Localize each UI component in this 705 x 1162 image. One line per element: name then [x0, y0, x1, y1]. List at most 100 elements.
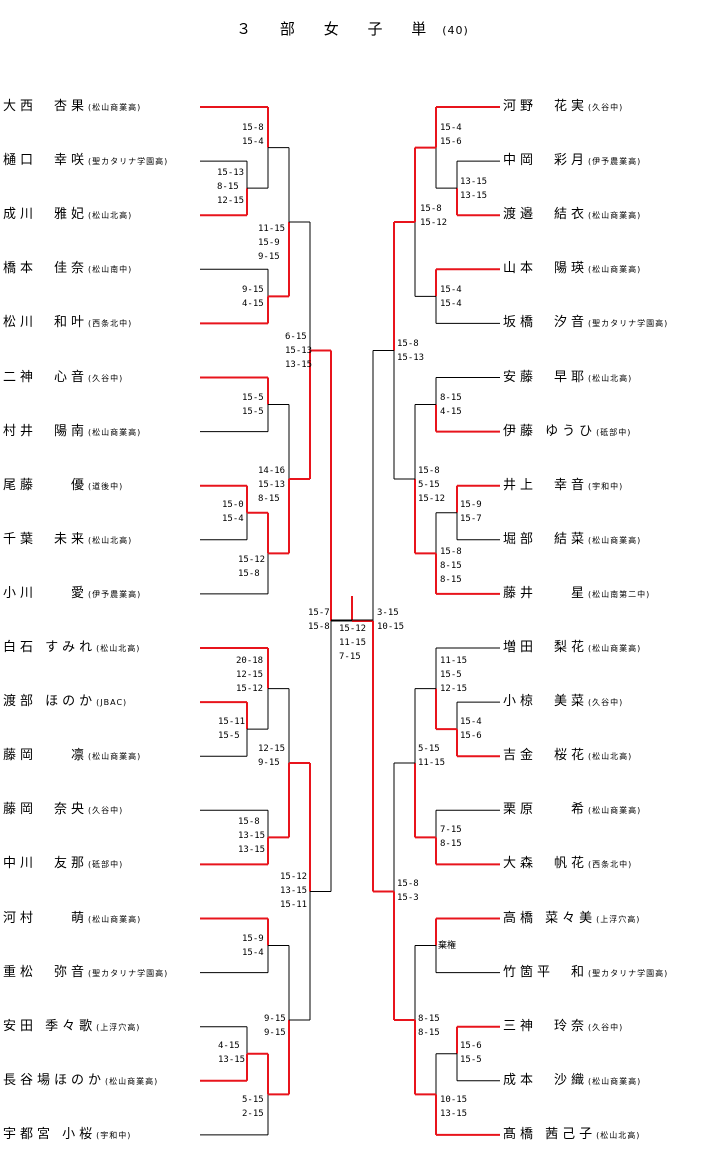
player-name: 藤岡 凛 — [3, 748, 89, 764]
player-school: (聖カタリナ学園高) — [88, 968, 169, 978]
game-score: 15-8 — [418, 466, 440, 476]
player-name: 村井 陽南 — [3, 423, 89, 439]
game-score: 15-12 — [339, 624, 367, 634]
player-name: 成川 雅妃 — [3, 207, 89, 223]
game-score: 13-15 — [460, 177, 488, 187]
game-score: 2-15 — [242, 1109, 264, 1119]
player-name: 高橋 菜々美 — [503, 910, 597, 926]
player-entry: 中川 友那(砥部中) — [3, 856, 123, 872]
game-score: 10-15 — [377, 622, 405, 632]
game-score: 13-15 — [238, 845, 266, 855]
game-score: 13-15 — [440, 1109, 468, 1119]
player-school: (松山北高) — [588, 373, 633, 383]
player-entry: 増田 梨花(松山商業高) — [503, 640, 641, 656]
player-name: 大西 杏果 — [3, 99, 89, 114]
game-score: 15-6 — [460, 731, 482, 741]
game-score: 11-15 — [339, 638, 367, 648]
match-score: 5-15 11-15 — [418, 742, 445, 770]
game-score: 13-15 — [280, 886, 308, 896]
player-entry: 大森 帆花(西条北中) — [503, 856, 632, 872]
player-name: 成本 沙織 — [503, 1072, 589, 1088]
player-school: (聖カタリナ学園高) — [588, 968, 669, 978]
player-school: (聖カタリナ学園高) — [88, 157, 169, 167]
player-school: (松山商業高) — [88, 103, 142, 112]
game-score: 15-12 — [236, 684, 264, 694]
game-score: 15-7 — [308, 608, 330, 618]
game-score: 6-15 — [285, 332, 307, 342]
game-score: 15-4 — [222, 514, 244, 524]
game-score: 5-15 — [418, 744, 440, 754]
player-entry: 長谷場ほのか(松山商業高) — [3, 1073, 158, 1089]
player-school: (久谷中) — [588, 1022, 624, 1032]
game-score: 8-15 — [418, 1028, 440, 1038]
player-name: 小椋 美菜 — [503, 694, 589, 710]
player-entry: 渡邉 結衣(松山商業高) — [503, 207, 641, 223]
game-score: 15-6 — [460, 1041, 482, 1051]
game-score: 8-15 — [440, 575, 462, 585]
game-score: 15-11 — [280, 900, 308, 910]
game-score: 15-12 — [420, 218, 448, 228]
player-entry: 尾藤 優(道後中) — [3, 478, 123, 494]
player-school: (松山商業高) — [588, 1076, 642, 1086]
player-entry: 山本 陽瑛(松山商業高) — [503, 261, 641, 277]
player-entry: 小椋 美菜(久谷中) — [503, 694, 623, 710]
player-name: 安田 季々歌 — [3, 1018, 97, 1034]
match-score: 15-6 15-5 — [460, 1039, 482, 1067]
player-name: 堀部 結菜 — [503, 531, 589, 547]
match-score: 棄権 — [438, 939, 456, 953]
game-score: 15-11 — [218, 717, 246, 727]
game-score: 15-13 — [397, 353, 425, 363]
match-score: 8-15 8-15 — [418, 1012, 440, 1040]
player-name: 白石 すみれ — [3, 640, 97, 655]
match-score: 15-4 15-4 — [440, 283, 462, 311]
player-school: (久谷中) — [88, 806, 124, 816]
player-name: 河村 萌 — [3, 910, 89, 926]
player-entry: 宇都宮 小桜(宇和中) — [3, 1127, 131, 1143]
game-score: 15-4 — [440, 285, 462, 295]
player-school: (上浮穴高) — [96, 1022, 141, 1032]
player-school: (松山北高) — [88, 535, 133, 545]
player-name: 松川 和叶 — [3, 315, 89, 331]
player-name: 中川 友那 — [3, 856, 89, 872]
game-score: 15-6 — [440, 137, 462, 147]
player-name: 井上 幸音 — [503, 477, 589, 493]
page-title: ３ 部 女 子 単(40) — [0, 18, 705, 39]
game-score: 12-15 — [217, 196, 245, 206]
game-score: 8-15 — [258, 494, 280, 504]
game-score: 8-15 — [418, 1014, 440, 1024]
player-entry: 坂橋 汐音(聖カタリナ学園高) — [503, 315, 668, 331]
game-score: 15-9 — [460, 500, 482, 510]
game-score: 15-12 — [280, 872, 308, 882]
game-score: 13-15 — [238, 831, 266, 841]
game-score: 15-8 — [238, 569, 260, 579]
game-score: 15-4 — [440, 299, 462, 309]
player-entry: 河村 萌(松山商業高) — [3, 911, 141, 927]
player-entry: 堀部 結菜(松山商業高) — [503, 532, 641, 548]
game-score: 15-3 — [397, 893, 419, 903]
player-school: (松山北高) — [96, 644, 141, 653]
game-score: 15-4 — [242, 137, 264, 147]
game-score: 11-15 — [418, 758, 446, 768]
player-school: (松山商業高) — [588, 535, 642, 545]
player-name: 千葉 未来 — [3, 531, 89, 547]
game-score: 棄権 — [438, 941, 457, 951]
player-school: (砥部中) — [88, 860, 124, 870]
player-name: 長谷場ほのか — [3, 1072, 106, 1088]
game-score: 15-5 — [460, 1055, 482, 1065]
game-score: 15-12 — [418, 494, 446, 504]
player-entry: 橋本 佳奈(松山南中) — [3, 261, 132, 277]
